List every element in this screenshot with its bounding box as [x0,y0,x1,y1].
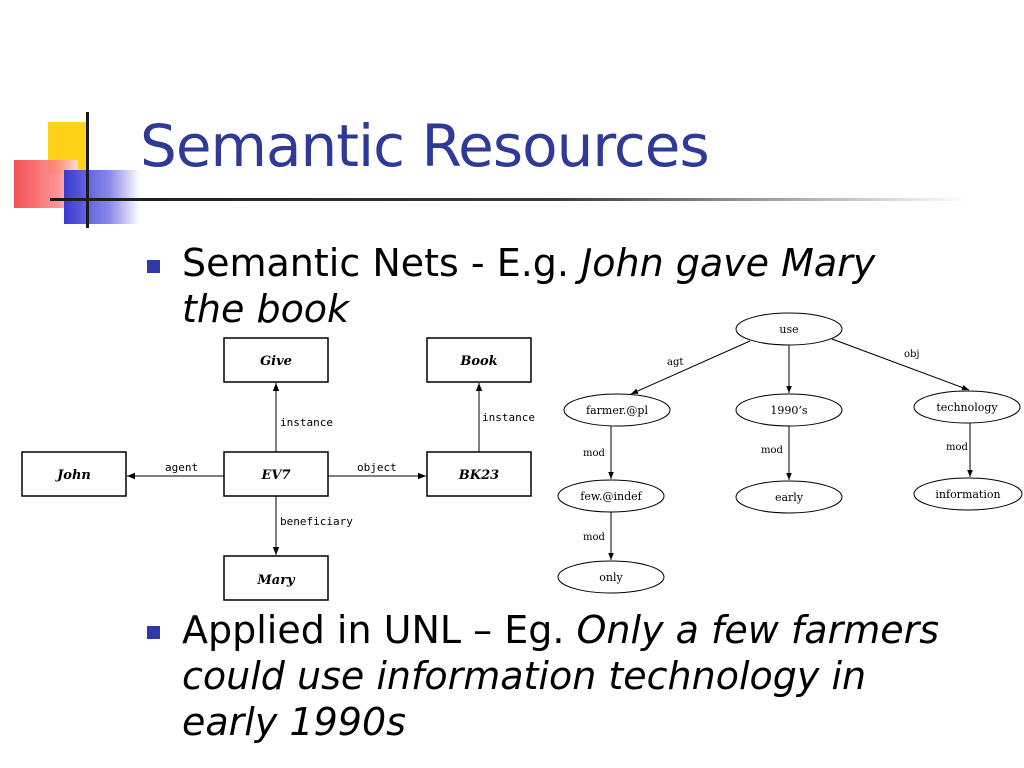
node-early-label: early [775,491,804,504]
node-give-label: Give [260,354,292,369]
node-farmer-label: farmer.@pl [586,404,648,417]
bullet-2: Applied in UNL – Eg. Only a few farmers … [182,607,962,745]
edge-obj-label: obj [904,349,920,360]
bullet-1-example: John gave Mary the book [182,241,876,331]
decorative-logo [0,100,140,230]
title-underline [50,198,970,201]
node-information-label: information [935,488,1000,501]
node-early [735,480,843,514]
node-1990s-label: 1990’s [770,404,807,417]
bullet-2-prefix: Applied in UNL – Eg. [182,608,577,652]
edge-beneficiary-label: beneficiary [280,515,353,528]
node-only-label: only [599,571,623,584]
edge-mod-few-only-label: mod [583,532,606,543]
edge-agt [630,340,751,395]
node-technology-label: technology [936,401,998,414]
bullet-marker-1 [147,260,160,273]
node-john-label: John [54,468,91,483]
unl-graph-diagram: use farmer.@pl 1990’s technology few.@in… [557,312,1023,594]
node-few-label: few.@indef [580,490,642,503]
edge-obj [831,338,970,391]
node-farmer [563,393,671,427]
semantic-net-diagram: Give Book John EV7 BK23 Mary instance in… [21,337,535,601]
bullet-2-example: Only a few farmers could use information… [182,608,940,744]
logo-blue-square [64,170,140,224]
edge-mod-technology-information-label: mod [946,442,969,453]
node-mary-label: Mary [256,573,296,588]
edge-instance-book-label: instance [482,411,535,424]
node-give [223,337,329,383]
node-book [426,337,532,383]
node-use-label: use [779,323,798,336]
node-only [557,560,665,594]
edge-mod-farmer-few-label: mod [583,448,606,459]
edge-instance-give-label: instance [280,416,333,429]
node-john [21,451,127,497]
node-book-label: Book [459,354,497,369]
node-information [913,477,1023,511]
node-technology [913,390,1021,424]
node-mary [223,555,329,601]
node-bk23-label: BK23 [458,468,499,483]
slide-title: Semantic Resources [140,112,710,180]
edge-agt-label: agt [667,357,683,368]
node-ev7-label: EV7 [260,468,290,483]
bullet-1: Semantic Nets - E.g. John gave Mary the … [182,240,902,332]
bullet-marker-2 [147,626,160,639]
logo-vertical-line [86,112,89,228]
edge-agent-label: agent [165,461,198,474]
edge-object-label: object [357,461,397,474]
bullet-1-prefix: Semantic Nets - E.g. [182,241,582,285]
edge-mod-1990s-early-label: mod [761,445,784,456]
